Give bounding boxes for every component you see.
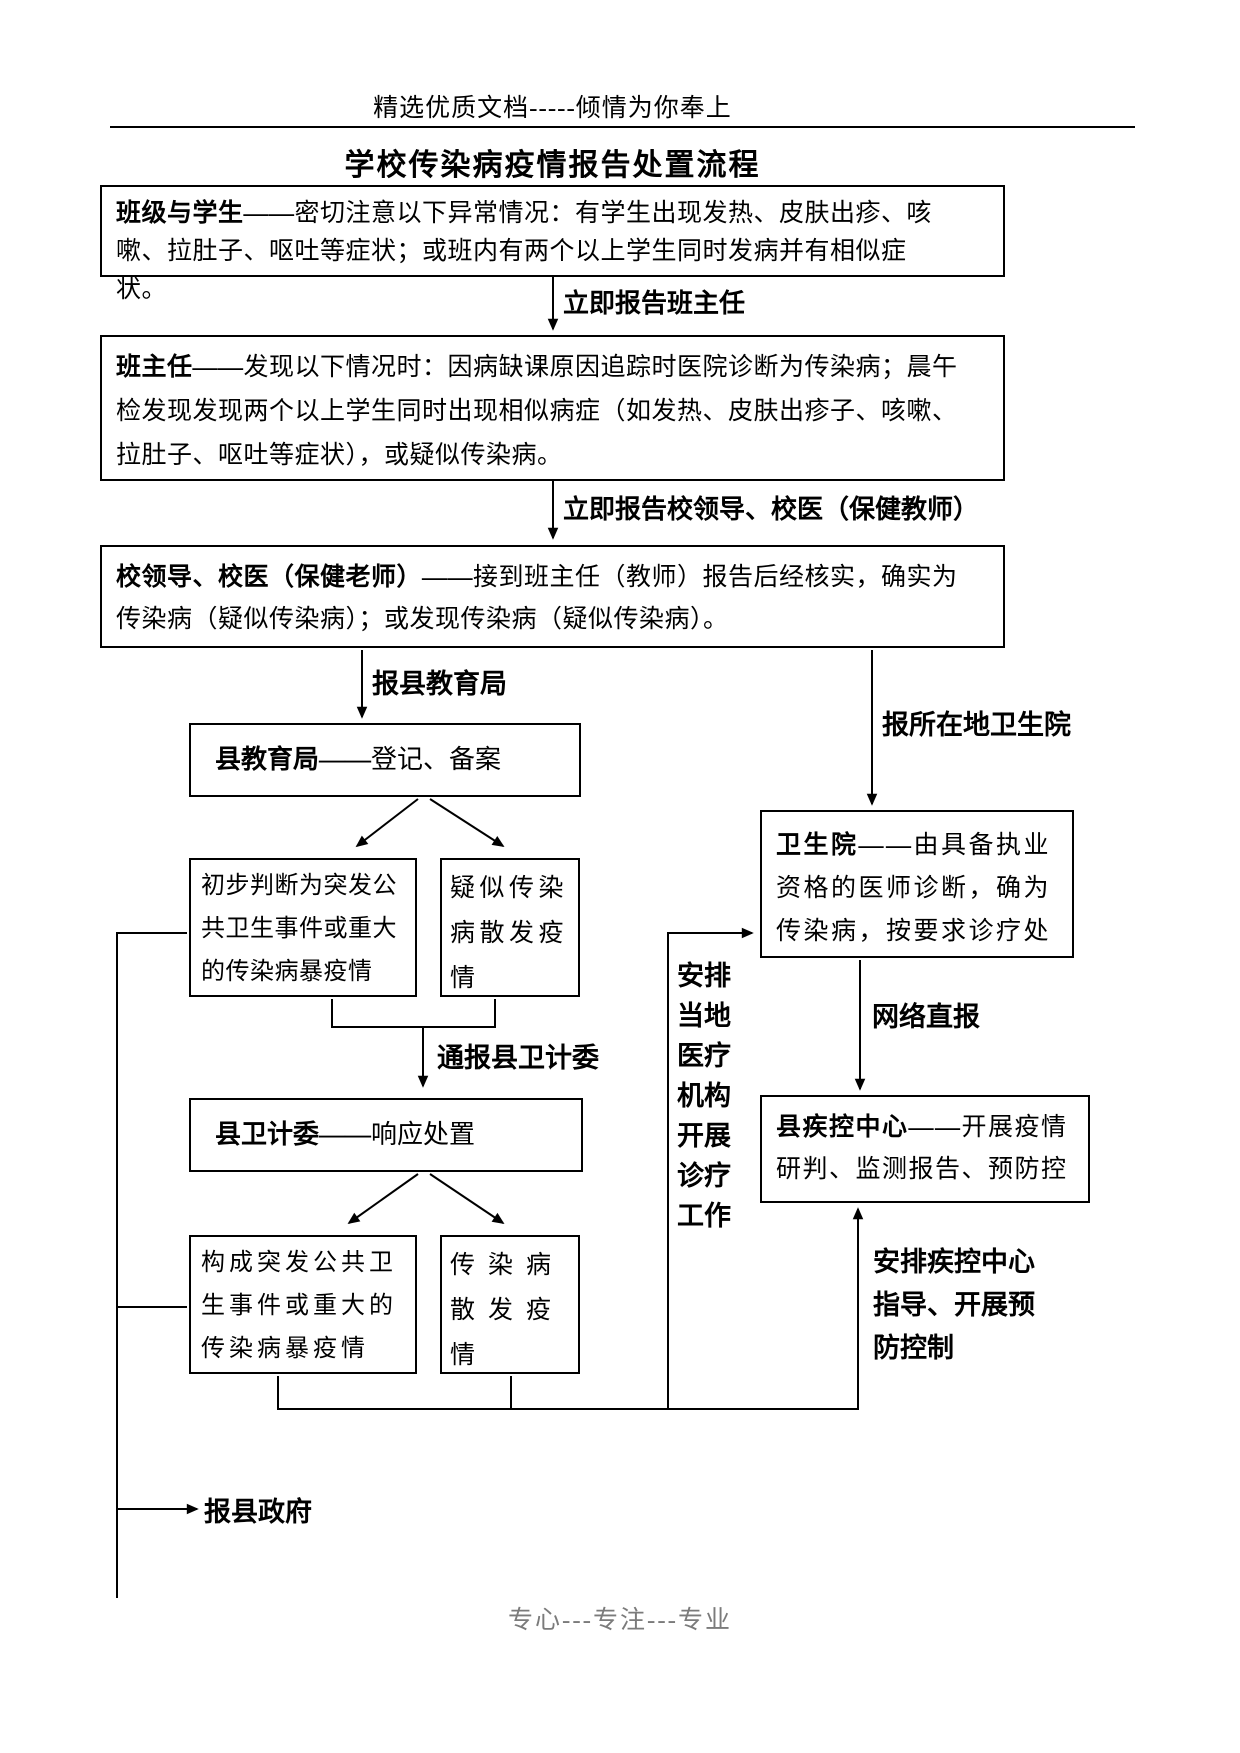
label-report-head-teacher: 立即报告班主任 xyxy=(563,289,746,318)
label-report-health-center: 报所在地卫生院 xyxy=(882,710,1071,740)
box-cdc-body: 开展疫情研判、监测报告、预防控 xyxy=(776,1114,1068,1183)
box-class-students-lead: 班级与学生—— xyxy=(116,200,295,227)
box-judged-emergency: 初步判断为突发公共卫生事件或重大的传染病暴疫情 xyxy=(189,858,417,997)
box-constituted-emergency: 构成突发公共卫生事件或重大的传染病暴疫情 xyxy=(189,1235,417,1374)
box-health-commission: 县卫计委——响应处置 xyxy=(189,1098,583,1172)
box-school-leader: 校领导、校医（保健老师）——接到班主任（教师）报告后经核实，确实为传染病（疑似传… xyxy=(100,545,1005,648)
label-report-school-leader: 立即报告校领导、校医（保健教师） xyxy=(563,495,980,524)
box-class-students: 班级与学生——密切注意以下异常情况：有学生出现发热、皮肤出疹、咳嗽、拉肚子、呕吐… xyxy=(100,185,1005,303)
box-cdc-lead: 县疾控中心—— xyxy=(776,1114,962,1141)
box-health-commission-body: 响应处置 xyxy=(371,1120,476,1149)
box-school-leader-body: 接到班主任（教师）报告后经核实，确实为传染病（疑似传染病）；或发现传染病（疑似传… xyxy=(116,564,958,633)
box-head-teacher-body: 发现以下情况时：因病缺课原因追踪时医院诊断为传染病；晨午检发现发现两个以上学生同… xyxy=(116,354,958,469)
header-slogan: 精选优质文档-----倾情为你奉上 xyxy=(373,95,732,122)
box-edu-bureau-lead: 县教育局—— xyxy=(215,745,372,774)
box-head-teacher-lead: 班主任—— xyxy=(116,354,244,381)
commission-branch-left-arrow xyxy=(347,1173,419,1225)
box-class-students-body: 密切注意以下异常情况：有学生出现发热、皮肤出疹、咳嗽、拉肚子、呕吐等症状；或班内… xyxy=(116,200,933,303)
label-arrange-cdc: 安排疾控中心指导、开展预防控制 xyxy=(873,1247,1035,1363)
edu-branch-right-arrow xyxy=(429,798,505,847)
box-health-commission-lead: 县卫计委—— xyxy=(215,1120,372,1149)
box-health-center: 卫生院——由具备执业资格的医师诊断，确为传染病，按要求诊疗处 xyxy=(760,810,1074,958)
label-arrange-local-medical: 安排当地医疗机构开展诊疗工作 xyxy=(677,961,731,1231)
label-report-edu-bureau: 报县教育局 xyxy=(372,669,507,699)
label-network-report: 网络直报 xyxy=(872,1002,980,1032)
commission-branch-right-arrow xyxy=(429,1173,505,1225)
box-sporadic: 传染病散发疫情 xyxy=(440,1235,580,1374)
box-school-leader-lead: 校领导、校医（保健老师）—— xyxy=(116,564,474,591)
box-head-teacher: 班主任——发现以下情况时：因病缺课原因追踪时医院诊断为传染病；晨午检发现发现两个… xyxy=(100,335,1005,481)
label-report-county-gov: 报县政府 xyxy=(204,1497,312,1527)
page-title: 学校传染病疫情报告处置流程 xyxy=(344,149,761,182)
box-health-center-body: 由具备执业资格的医师诊断，确为传染病，按要求诊疗处 xyxy=(776,832,1052,945)
footer-slogan: 专心---专注---专业 xyxy=(508,1607,732,1634)
box-edu-bureau: 县教育局——登记、备案 xyxy=(189,723,581,797)
box-cdc: 县疾控中心——开展疫情研判、监测报告、预防控 xyxy=(760,1095,1090,1203)
header-rule xyxy=(110,126,1135,128)
box-suspected-sporadic: 疑似传染病散发疫情 xyxy=(440,858,580,997)
edu-branch-left-arrow xyxy=(355,798,419,848)
box-health-center-lead: 卫生院—— xyxy=(776,832,914,859)
label-notify-committee: 通报县卫计委 xyxy=(437,1043,599,1073)
box-edu-bureau-body: 登记、备案 xyxy=(371,745,502,774)
